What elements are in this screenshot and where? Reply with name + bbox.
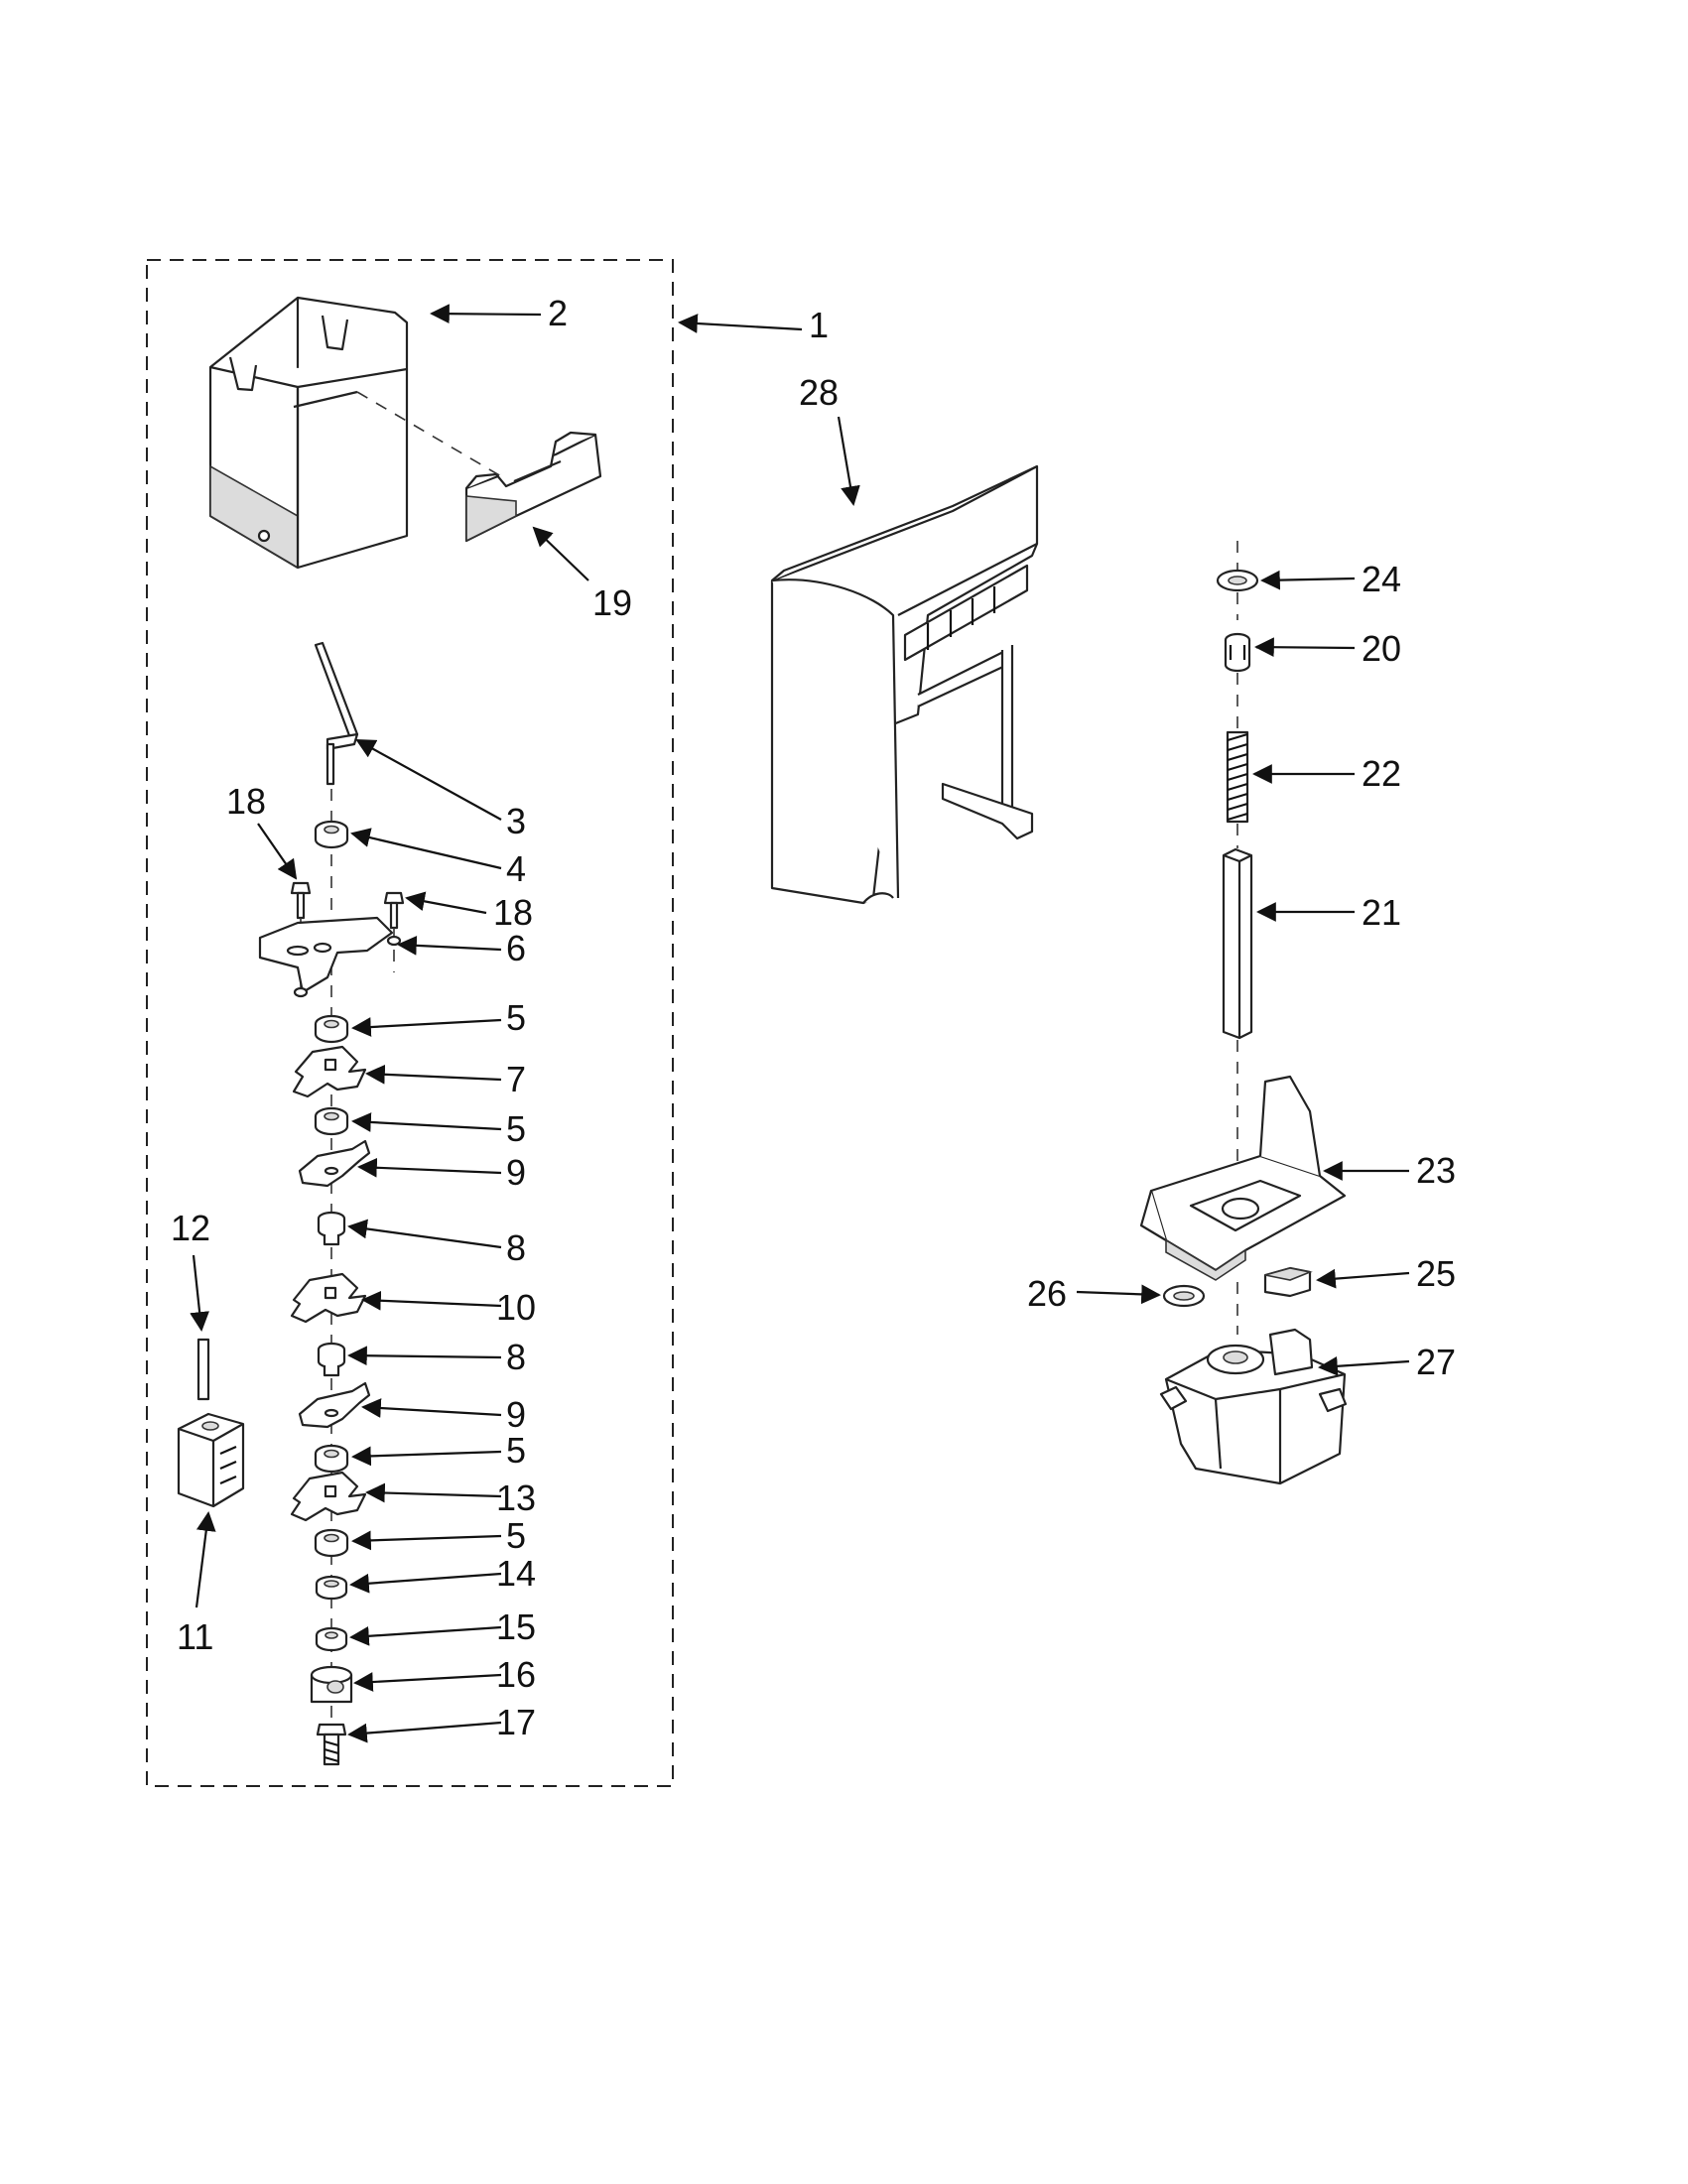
callout-10: 10 <box>496 1287 536 1328</box>
part-19-bracket-drawing <box>464 431 602 543</box>
part-13-cam-drawing <box>290 1471 367 1522</box>
part-9-lever-b-drawing <box>298 1381 371 1429</box>
callout-4: 4 <box>506 848 526 889</box>
callout-5-c: 5 <box>506 1430 526 1471</box>
callout-27: 27 <box>1416 1342 1456 1382</box>
callout-22: 22 <box>1362 753 1401 794</box>
callout-5-d: 5 <box>506 1515 526 1556</box>
callout-16: 16 <box>496 1654 536 1695</box>
part-7-cam-drawing <box>292 1045 367 1098</box>
callout-13: 13 <box>496 1477 536 1518</box>
callout-17: 17 <box>496 1702 536 1742</box>
callout-5-a: 5 <box>506 997 526 1038</box>
part-27-motor-drawing <box>1159 1328 1348 1485</box>
part-26-ring-drawing <box>1162 1284 1206 1308</box>
part-16-nut-drawing <box>310 1665 353 1704</box>
callout-6: 6 <box>506 928 526 968</box>
part-17-screw-drawing <box>316 1723 347 1766</box>
part-2-bucket-drawing <box>208 296 409 570</box>
callout-23: 23 <box>1416 1150 1456 1191</box>
callout-14: 14 <box>496 1553 536 1594</box>
part-5-washer-c-drawing <box>314 1444 349 1474</box>
part-4-washer-drawing <box>314 820 349 849</box>
assembly-boundary-box <box>146 259 674 1787</box>
part-14-washer-drawing <box>315 1575 348 1601</box>
callout-21: 21 <box>1362 892 1401 933</box>
part-11-block-drawing <box>177 1412 245 1508</box>
callout-20: 20 <box>1362 628 1401 669</box>
part-12-pin-drawing <box>196 1338 210 1401</box>
part-22-spring-drawing <box>1226 730 1249 824</box>
callout-28: 28 <box>799 372 839 413</box>
callout-18-left: 18 <box>226 781 266 822</box>
part-28-cover-drawing <box>770 464 1039 905</box>
part-9-lever-a-drawing <box>298 1139 371 1188</box>
callout-9-a: 9 <box>506 1152 526 1193</box>
callout-8-b: 8 <box>506 1337 526 1377</box>
part-5-washer-d-drawing <box>314 1528 349 1558</box>
callout-26: 26 <box>1027 1273 1067 1314</box>
part-10-cam-drawing <box>290 1272 367 1324</box>
callout-9-b: 9 <box>506 1394 526 1435</box>
callout-11: 11 <box>177 1616 213 1657</box>
part-5-washer-a-drawing <box>314 1014 349 1044</box>
part-6-plate-drawing <box>258 916 402 998</box>
part-23-housing-drawing <box>1139 1075 1347 1281</box>
part-21-shaft-drawing <box>1222 847 1253 1040</box>
callout-5-b: 5 <box>506 1108 526 1149</box>
part-18-screw-right-drawing <box>383 891 405 930</box>
callout-19: 19 <box>592 582 632 623</box>
part-24-washer-drawing <box>1216 569 1259 592</box>
callout-3: 3 <box>506 801 526 841</box>
callout-2: 2 <box>548 293 568 333</box>
callout-1: 1 <box>809 305 829 345</box>
callout-24: 24 <box>1362 559 1401 599</box>
callout-25: 25 <box>1416 1253 1456 1294</box>
part-3-crank-rod-drawing <box>314 641 359 786</box>
callout-15: 15 <box>496 1606 536 1647</box>
part-20-coupler-drawing <box>1224 632 1251 673</box>
callout-18-right: 18 <box>493 892 533 933</box>
callout-8-a: 8 <box>506 1227 526 1268</box>
part-8-bushing-a-drawing <box>317 1211 346 1246</box>
part-8-bushing-b-drawing <box>317 1342 346 1377</box>
callout-12: 12 <box>171 1208 210 1248</box>
part-5-washer-b-drawing <box>314 1106 349 1136</box>
callout-7: 7 <box>506 1059 526 1099</box>
leader-lines <box>190 304 1410 1743</box>
part-15-washer-drawing <box>315 1626 348 1652</box>
part-18-screw-left-drawing <box>290 881 312 920</box>
part-25-pad-drawing <box>1263 1266 1313 1298</box>
